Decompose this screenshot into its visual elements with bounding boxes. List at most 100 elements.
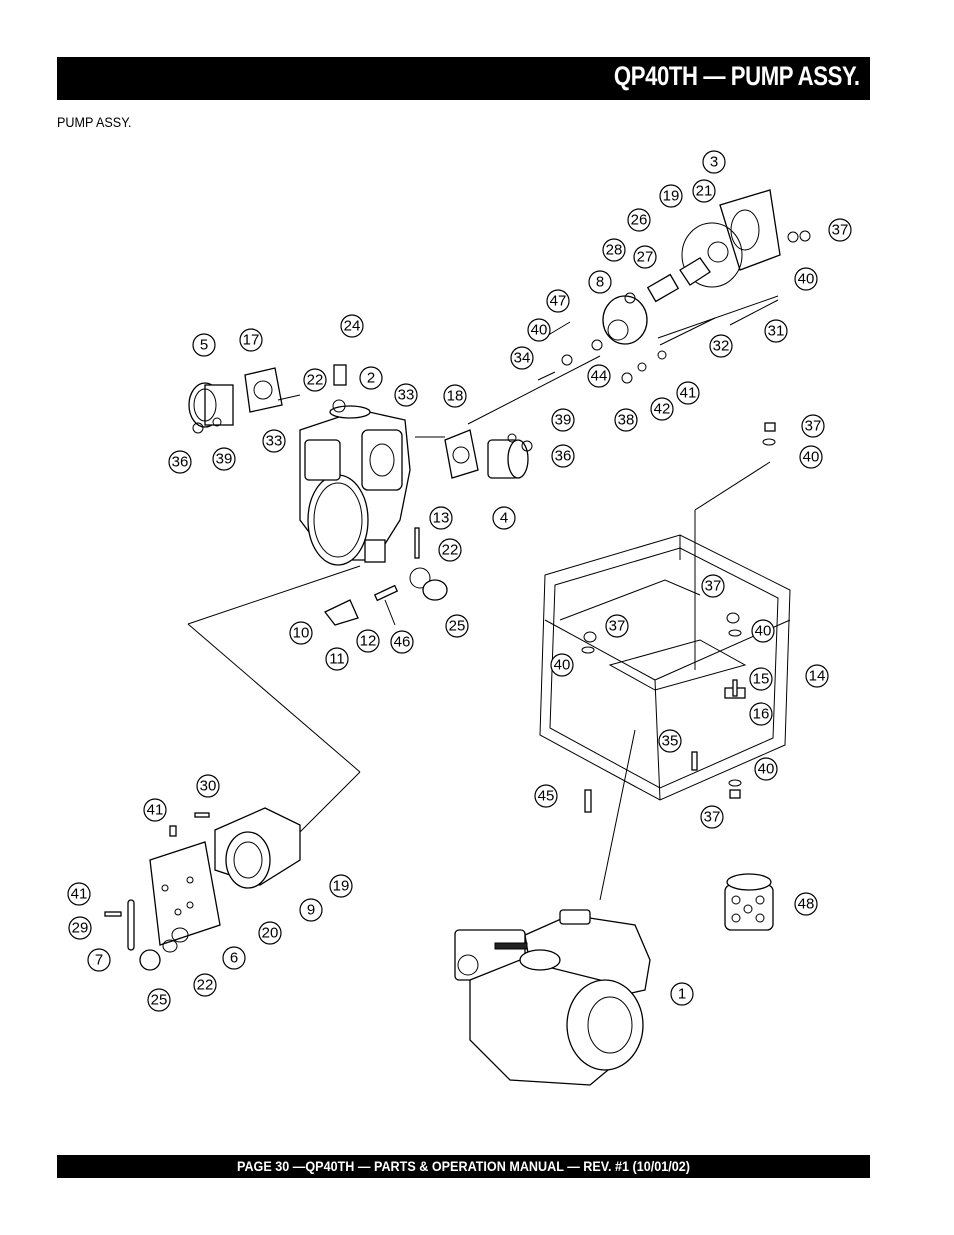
callout-label: 33 <box>398 387 415 404</box>
callout-36: 36 <box>551 444 575 468</box>
frame <box>539 534 791 801</box>
callout-31: 31 <box>764 319 788 343</box>
callout-balloons: 3 19 21 26 37 27 28 8 40 47 40 31 32 34 … <box>67 150 852 1012</box>
callout-40e: 40 <box>550 653 574 677</box>
callout-40d: 40 <box>751 619 775 643</box>
callout-label: 40 <box>798 271 815 288</box>
callout-label: 36 <box>172 454 189 471</box>
section-label: PUMP ASSY. <box>57 114 132 130</box>
callout-label: 40 <box>755 623 772 640</box>
callout-10: 10 <box>289 621 313 645</box>
callout-29: 29 <box>68 916 92 940</box>
callout-label: 24 <box>344 318 361 335</box>
callout-label: 40 <box>758 761 775 778</box>
strainer <box>724 873 774 931</box>
callout-42: 42 <box>650 397 674 421</box>
callout-37d: 37 <box>605 614 629 638</box>
callout-label: 35 <box>662 733 679 750</box>
callout-label: 39 <box>555 412 572 429</box>
callout-label: 11 <box>329 651 345 668</box>
lower-hardware <box>104 812 210 971</box>
callout-37: 37 <box>828 218 852 242</box>
callout-21: 21 <box>692 179 716 203</box>
callout-label: 30 <box>200 778 217 795</box>
callout-label: 3 <box>710 154 718 171</box>
callout-5: 5 <box>192 333 216 357</box>
callout-16: 16 <box>749 702 773 726</box>
callout-label: 37 <box>805 418 822 435</box>
callout-22: 22 <box>303 368 327 392</box>
pump-hardware <box>192 230 811 626</box>
callout-label: 40 <box>554 657 571 674</box>
callout-label: 14 <box>809 668 826 685</box>
callout-44: 44 <box>587 364 611 388</box>
callout-label: 36 <box>555 448 572 465</box>
callout-40b: 40 <box>527 318 551 342</box>
callout-30: 30 <box>196 774 220 798</box>
callout-label: 34 <box>514 350 531 367</box>
callout-40c: 40 <box>799 445 823 469</box>
callout-label: 26 <box>631 212 648 229</box>
callout-label: 7 <box>95 952 103 969</box>
callout-label: 12 <box>360 633 377 650</box>
callout-47: 47 <box>546 289 570 313</box>
callout-13: 13 <box>429 506 453 530</box>
suction-flange <box>188 382 234 428</box>
bearing-housing <box>214 807 301 889</box>
callout-38: 38 <box>614 408 638 432</box>
callout-41: 41 <box>676 381 700 405</box>
callout-15: 15 <box>749 667 773 691</box>
callout-label: 28 <box>606 242 623 259</box>
callout-label: 4 <box>500 510 508 527</box>
callout-11: 11 <box>325 647 349 671</box>
callout-22c: 22 <box>193 973 217 997</box>
callout-35: 35 <box>658 729 682 753</box>
callout-label: 37 <box>609 618 626 635</box>
callout-48: 48 <box>794 892 818 916</box>
callout-9: 9 <box>299 898 323 922</box>
callout-2: 2 <box>359 366 383 390</box>
callout-label: 29 <box>72 920 89 937</box>
callout-label: 37 <box>705 578 722 595</box>
callout-label: 46 <box>394 634 411 651</box>
callout-40: 40 <box>794 267 818 291</box>
callout-8: 8 <box>588 270 612 294</box>
back-cover <box>149 841 221 946</box>
callout-label: 25 <box>151 992 168 1009</box>
callout-17: 17 <box>239 328 263 352</box>
callout-1: 1 <box>670 982 694 1006</box>
studs <box>277 299 779 438</box>
callout-37c: 37 <box>701 574 725 598</box>
callout-20: 20 <box>258 921 282 945</box>
callout-label: 48 <box>798 896 815 913</box>
callout-label: 37 <box>832 222 849 239</box>
callout-label: 45 <box>538 788 555 805</box>
callout-label: 20 <box>262 925 279 942</box>
callout-label: 10 <box>293 625 310 642</box>
callout-14: 14 <box>805 664 829 688</box>
engine <box>454 909 651 1086</box>
callout-22b: 22 <box>438 538 462 562</box>
callout-26: 26 <box>627 208 651 232</box>
callout-18: 18 <box>443 384 467 408</box>
callout-39b: 39 <box>212 447 236 471</box>
callout-label: 42 <box>654 401 671 418</box>
leader-lines <box>187 295 779 901</box>
callout-label: 41 <box>147 802 164 819</box>
callout-label: 41 <box>71 886 88 903</box>
callout-label: 2 <box>367 370 375 387</box>
callout-45: 45 <box>534 784 558 808</box>
callout-label: 41 <box>680 385 697 402</box>
callout-label: 17 <box>243 332 260 349</box>
callout-12: 12 <box>356 629 380 653</box>
callout-41c: 41 <box>67 882 91 906</box>
page-header-bar: QP40TH — PUMP ASSY. <box>57 57 870 100</box>
callout-27: 27 <box>633 245 657 269</box>
callout-label: 9 <box>307 902 315 919</box>
callout-25: 25 <box>445 614 469 638</box>
callout-25b: 25 <box>147 988 171 1012</box>
callout-label: 18 <box>447 388 464 405</box>
callout-label: 15 <box>753 671 770 688</box>
callout-46: 46 <box>390 630 414 654</box>
callout-label: 25 <box>449 618 466 635</box>
